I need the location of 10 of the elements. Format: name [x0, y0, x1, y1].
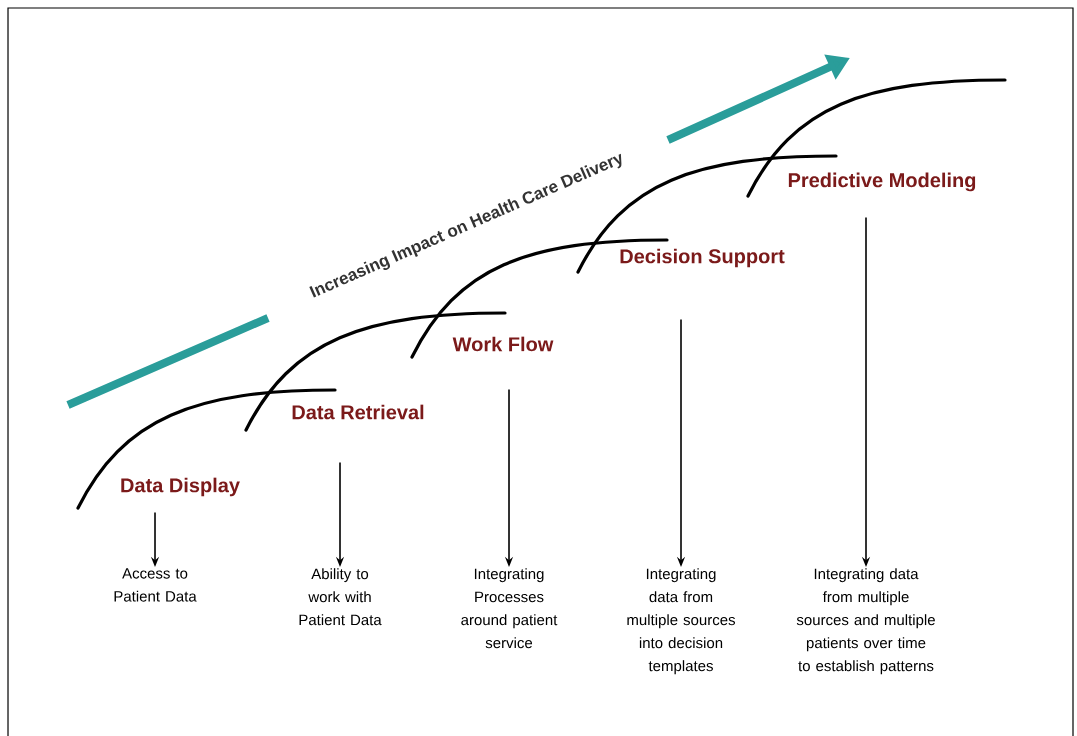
stage-label: Predictive Modeling: [788, 172, 976, 192]
stage-label: Decision Support: [620, 248, 785, 268]
stage-label: Data Display: [121, 477, 240, 497]
stage-label: Data Retrieval: [292, 404, 424, 420]
description-text: Integrating data from multiple sources and multiple patients over time to establish patterns: [796, 568, 935, 675]
stage-label: Work Flow: [452, 336, 554, 352]
description-text: Ability to work with Patient Data: [299, 568, 382, 626]
description-text: Access to Patient Data: [114, 568, 197, 602]
description-text: Integrating data from multiple sources into decision templates: [627, 568, 736, 675]
description-text: Integrating Processes around patient service: [461, 568, 558, 649]
